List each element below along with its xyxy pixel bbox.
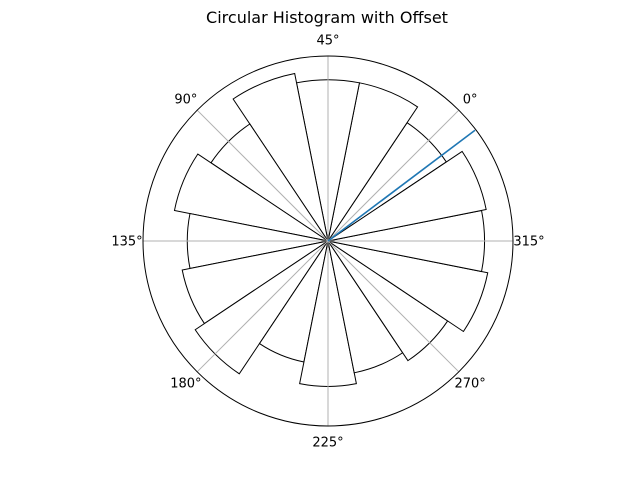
angle-tick-label: 180° <box>170 377 201 392</box>
angle-tick-label: 270° <box>454 377 485 392</box>
angle-tick-label: 45° <box>316 34 339 49</box>
histogram-bar <box>327 150 487 242</box>
angle-gridline <box>196 240 329 373</box>
grid-layer <box>143 56 513 426</box>
angle-tick-label: 90° <box>174 92 197 107</box>
chart-title: Circular Histogram with Offset <box>206 8 448 27</box>
histogram-bar <box>232 72 329 242</box>
angle-labels-layer: 0° 45° 90° 135° 180° 225° 270° 315° <box>111 34 544 451</box>
histogram-bar <box>173 153 329 242</box>
angle-gridline <box>196 109 329 242</box>
angle-tick-label: 225° <box>312 436 343 451</box>
histogram-bar <box>327 240 489 333</box>
angle-tick-label: 135° <box>111 235 142 250</box>
bars-layer <box>173 72 489 387</box>
highlight-layer <box>327 129 476 242</box>
polar-frame <box>142 55 514 427</box>
angle-gridline <box>327 240 460 373</box>
angle-tick-label: 315° <box>513 235 544 250</box>
angle-gridline <box>327 109 460 242</box>
angle-tick-label: 0° <box>463 92 478 107</box>
highlight-line <box>327 129 476 242</box>
